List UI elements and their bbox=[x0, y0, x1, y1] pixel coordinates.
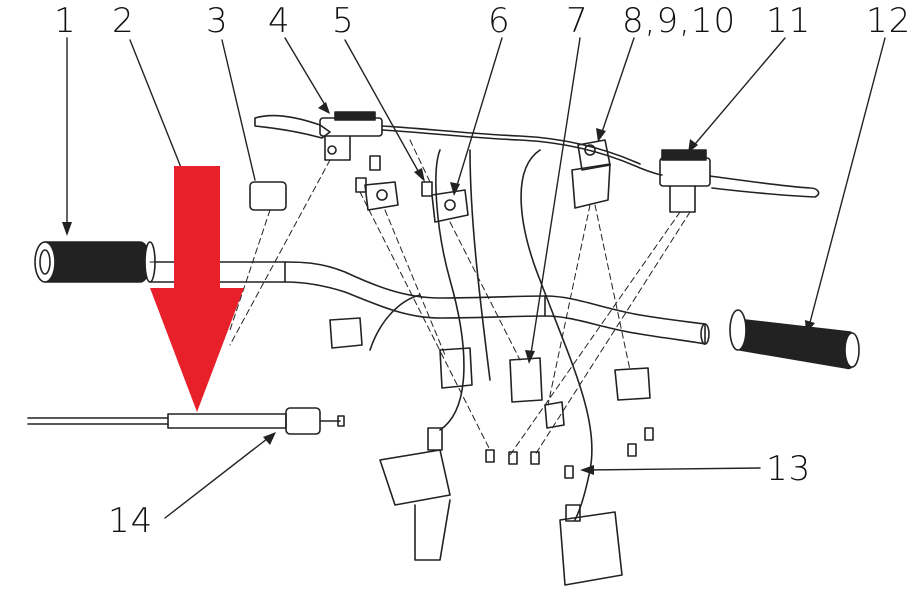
callout-7: 7 bbox=[566, 1, 589, 41]
highlight-arrow bbox=[150, 166, 244, 412]
brake-hose bbox=[369, 125, 663, 521]
mounting-bolts bbox=[485, 427, 654, 479]
callout-12: 12 bbox=[866, 1, 912, 41]
callout-2: 2 bbox=[112, 1, 135, 41]
callout-14: 14 bbox=[108, 501, 154, 541]
clutch-lever-assembly bbox=[254, 111, 383, 161]
handlebar-tube bbox=[149, 261, 710, 345]
left-grip bbox=[34, 241, 156, 283]
callout-3: 3 bbox=[206, 1, 229, 41]
callout-6: 6 bbox=[488, 1, 511, 41]
callout-8-9-10: 8,9,10 bbox=[622, 1, 737, 41]
callout-5: 5 bbox=[332, 1, 355, 41]
brake-master-cylinder bbox=[659, 149, 820, 213]
callout-13: 13 bbox=[766, 449, 812, 489]
assembly-lines bbox=[149, 139, 691, 456]
brake-caliper-left bbox=[379, 427, 451, 561]
handlebar-clamp-lower bbox=[329, 317, 651, 429]
leader-arrowheads bbox=[62, 102, 815, 475]
callout-4: 4 bbox=[268, 1, 291, 41]
right-grip bbox=[729, 309, 860, 370]
brake-caliper-right bbox=[559, 504, 623, 586]
leader-lines bbox=[66, 37, 886, 519]
callout-11: 11 bbox=[766, 1, 812, 41]
callout-1: 1 bbox=[54, 1, 77, 41]
throttle-cable bbox=[27, 407, 345, 435]
